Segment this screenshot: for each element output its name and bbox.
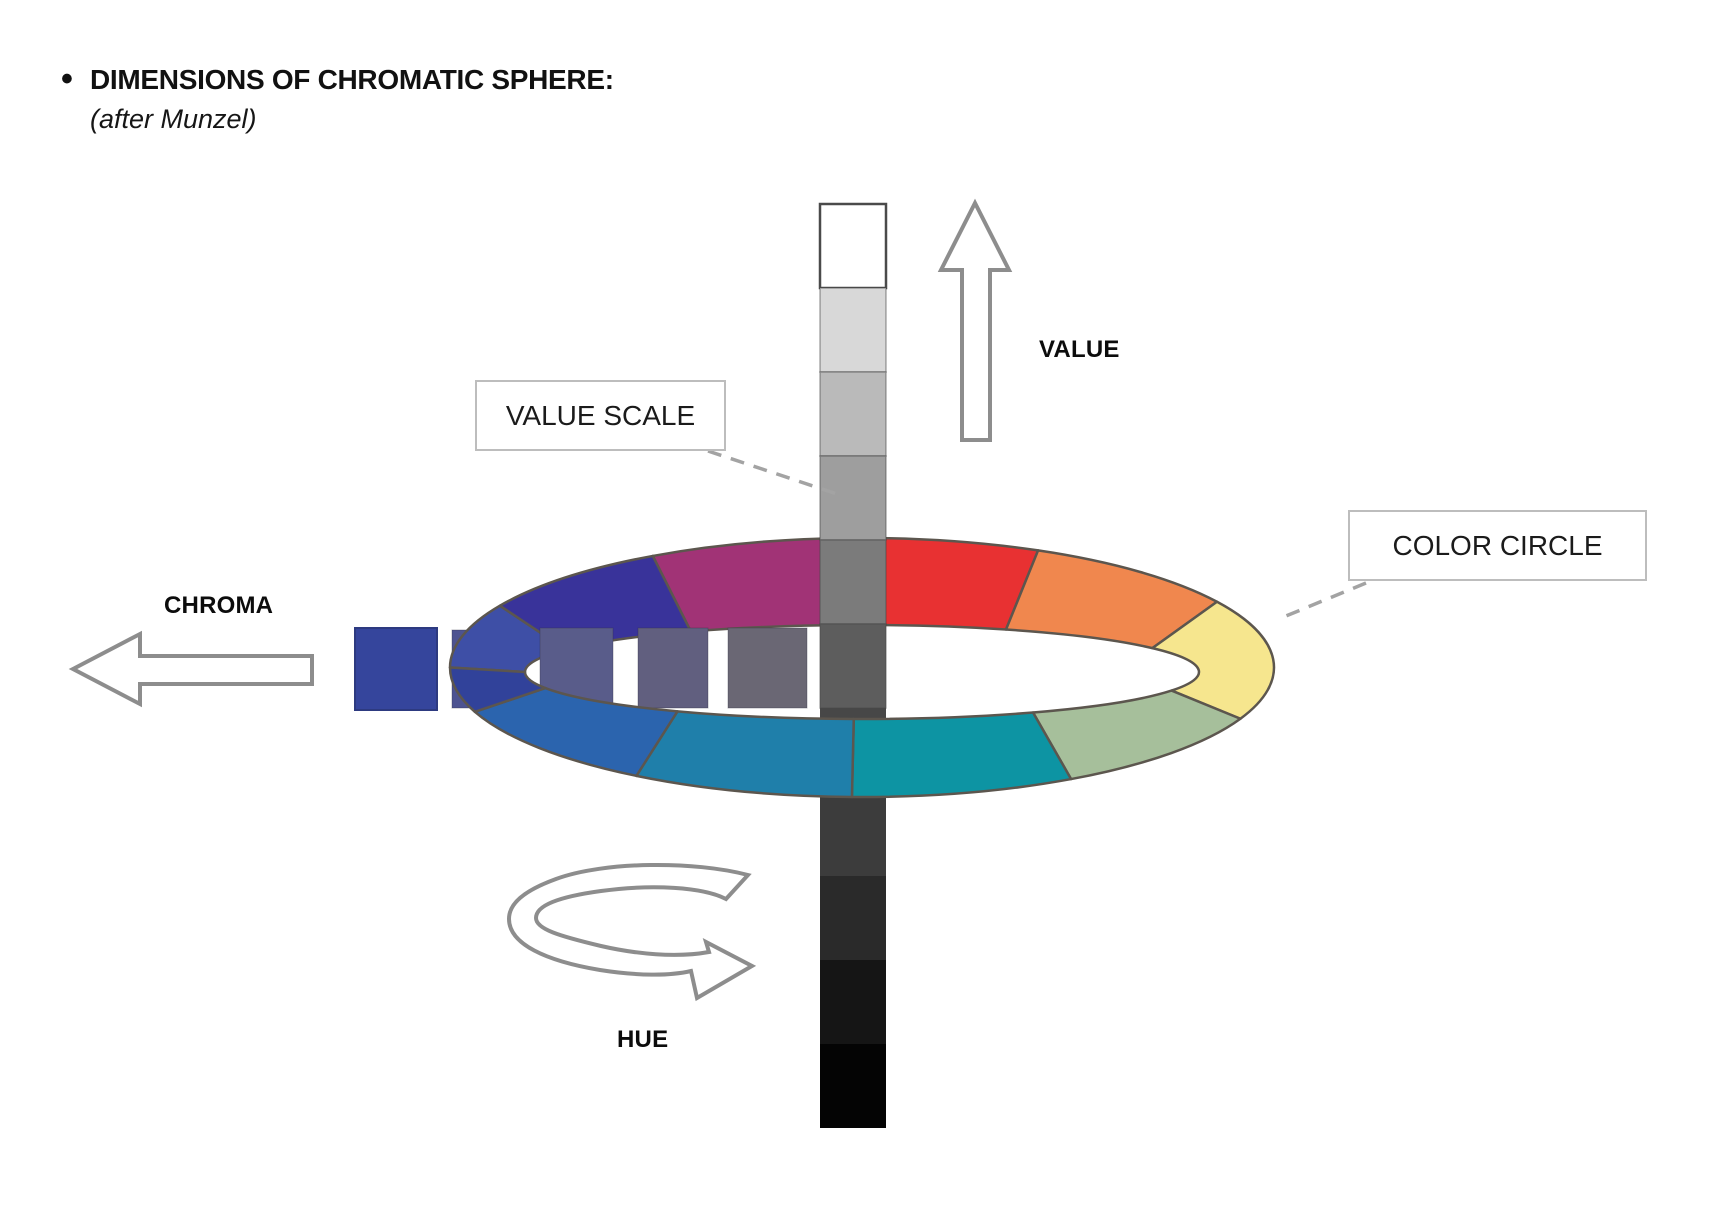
color-circle-label: COLOR CIRCLE — [1392, 529, 1603, 561]
hue-rotation-arrow-icon — [506, 862, 757, 1002]
chroma-arrow-icon — [68, 630, 314, 708]
value-arrow-icon — [937, 198, 1013, 442]
ring-segment-navy — [448, 666, 547, 714]
value-scale-segment-3 — [819, 371, 887, 457]
title-bullet: • — [61, 60, 73, 98]
value-scale-segment-5 — [819, 539, 887, 625]
chroma-square-5 — [727, 627, 808, 709]
value-scale-segment-11 — [820, 1044, 886, 1128]
value-scale-label-box: VALUE SCALE — [475, 380, 726, 451]
value-scale-segment-1 — [818, 202, 888, 290]
page-title: DIMENSIONS OF CHROMATIC SPHERE: — [90, 64, 614, 95]
ring-segment-teal — [850, 711, 1073, 799]
chroma-axis-label: CHROMA — [164, 592, 274, 619]
value-scale-label: VALUE SCALE — [505, 399, 696, 431]
value-scale-segment-2 — [819, 287, 887, 373]
value-scale-segment-9 — [820, 876, 886, 960]
value-scale-segment-4 — [819, 455, 887, 541]
chroma-square-1 — [354, 627, 438, 711]
page-subtitle: (after Munzel) — [90, 104, 257, 134]
value-scale-segment-6 — [819, 623, 887, 709]
value-scale-segment-8 — [820, 792, 886, 876]
hue-axis-label: HUE — [617, 1026, 669, 1053]
color-circle-leader-line — [1285, 581, 1367, 618]
chroma-square-4 — [637, 627, 709, 709]
value-axis-label: VALUE — [1039, 336, 1120, 363]
value-scale-segment-10 — [820, 960, 886, 1044]
color-circle-label-box: COLOR CIRCLE — [1348, 510, 1647, 581]
